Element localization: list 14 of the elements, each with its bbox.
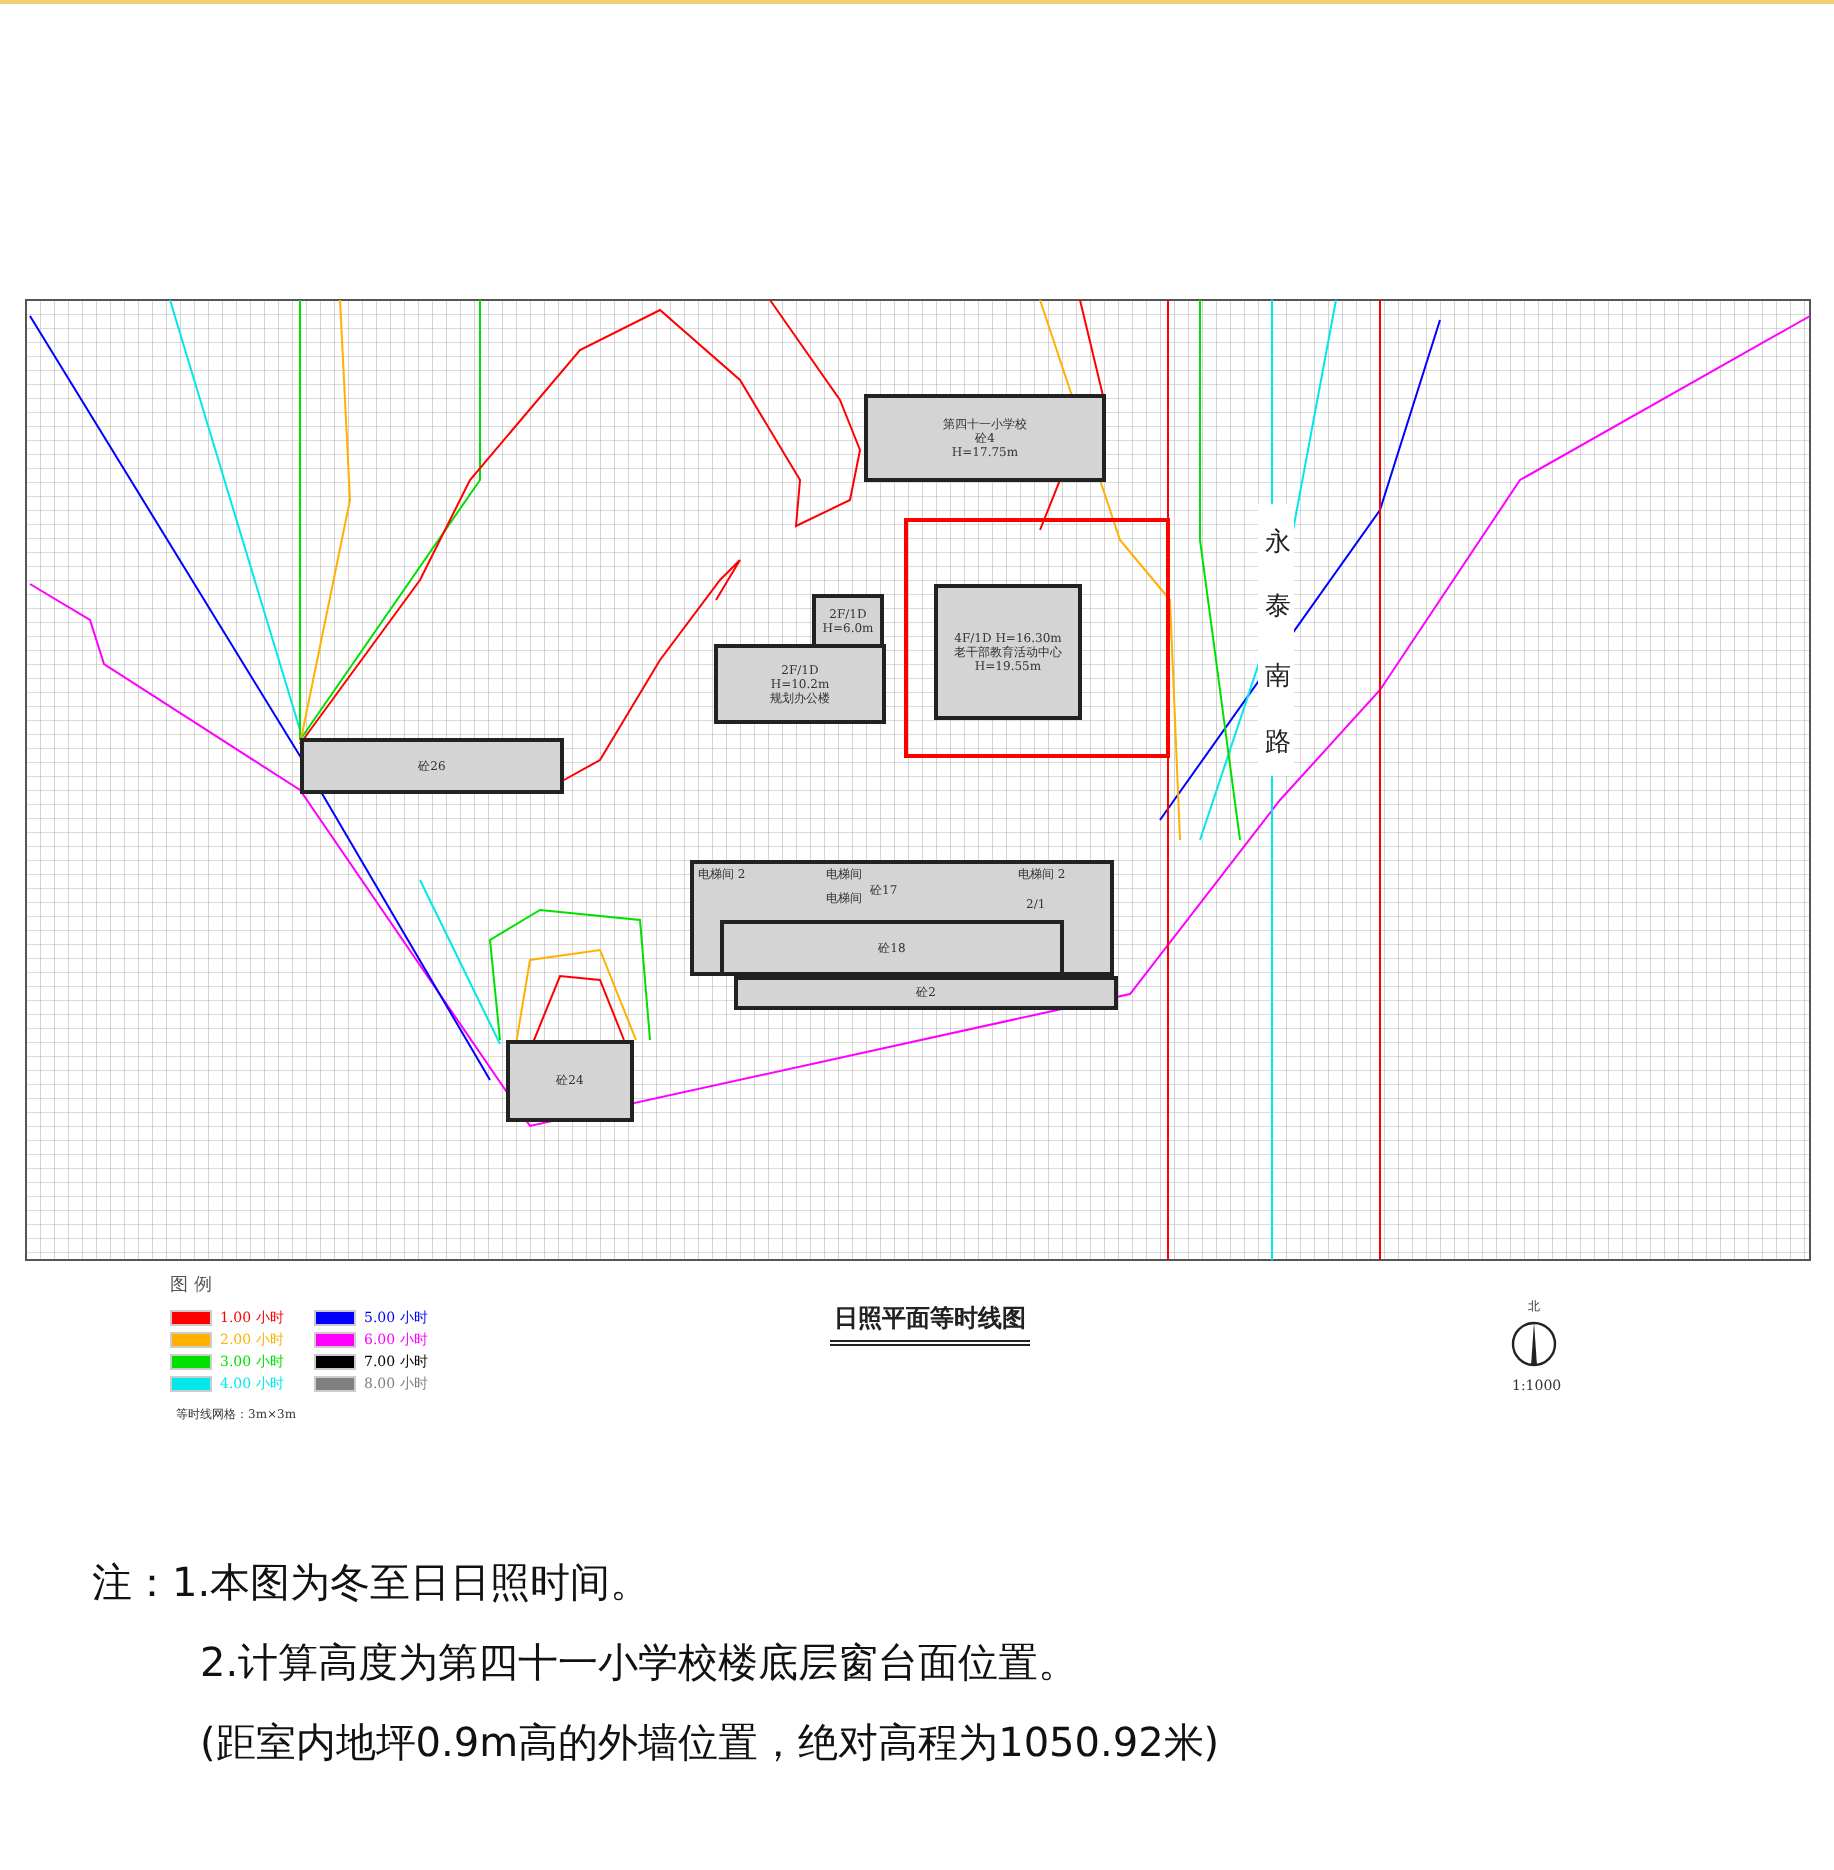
building-block (720, 920, 1064, 976)
building-block (714, 644, 886, 724)
building-block (734, 976, 1118, 1010)
building-block (934, 584, 1082, 720)
note-text: 注：1.本图为冬至日日照时间。 (92, 1556, 651, 1610)
note-text: 2.计算高度为第四十一小学校楼底层窗台面位置。 (200, 1636, 1079, 1690)
building-block (864, 394, 1106, 482)
building-block (690, 860, 1114, 976)
note-text: (距室内地坪0.9m高的外墙位置，绝对高程为1050.92米) (200, 1716, 1220, 1770)
legend-heading: 图 例 (170, 1274, 212, 1298)
road-name: 永泰南路 (1258, 504, 1294, 776)
building-block (506, 1040, 634, 1122)
building-block (300, 738, 564, 794)
drawing-title: 日照平面等时线图 (830, 1302, 1030, 1346)
